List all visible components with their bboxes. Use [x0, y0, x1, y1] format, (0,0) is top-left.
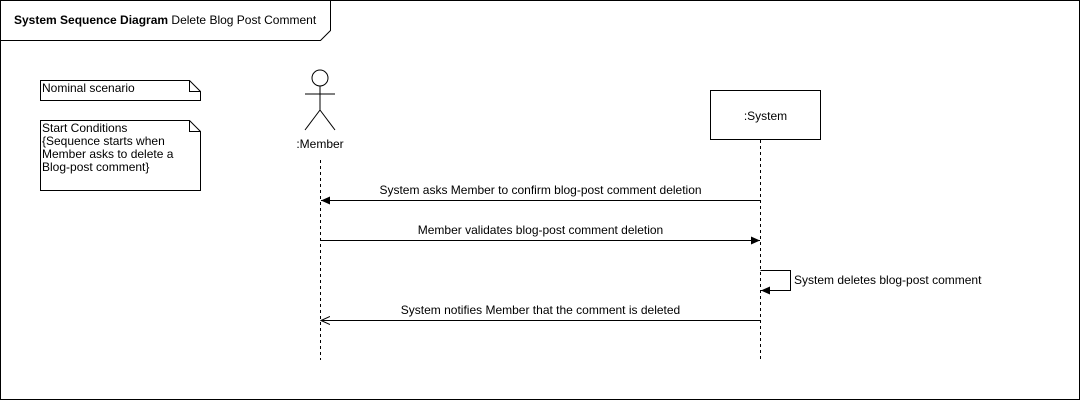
- participant-system-box: [710, 90, 821, 140]
- frame-title: System Sequence Diagram Delete Blog Post…: [14, 13, 316, 27]
- note-start-conditions-text: Start Conditions {Sequence starts when M…: [42, 121, 174, 174]
- note-nominal-scenario: [40, 80, 201, 101]
- note-start-conditions: [40, 120, 201, 191]
- note-nominal-scenario-text: Nominal scenario: [42, 81, 135, 95]
- participant-member-label: :Member: [296, 137, 344, 151]
- message-2-label: Member validates blog-post comment delet…: [417, 223, 664, 237]
- participant-system-label: :System: [743, 109, 788, 123]
- frame-diagram-name: Delete Blog Post Comment: [171, 13, 317, 27]
- message-3-label: System deletes blog-post comment: [794, 273, 982, 287]
- frame-title-tab: [0, 0, 331, 41]
- frame-kind-label: System Sequence Diagram: [14, 13, 169, 27]
- message-3-self-arrow: [760, 270, 791, 295]
- actor-member-icon: [304, 69, 336, 131]
- message-4-label: System notifies Member that the comment …: [400, 303, 681, 317]
- message-1-label: System asks Member to confirm blog-post …: [379, 183, 702, 197]
